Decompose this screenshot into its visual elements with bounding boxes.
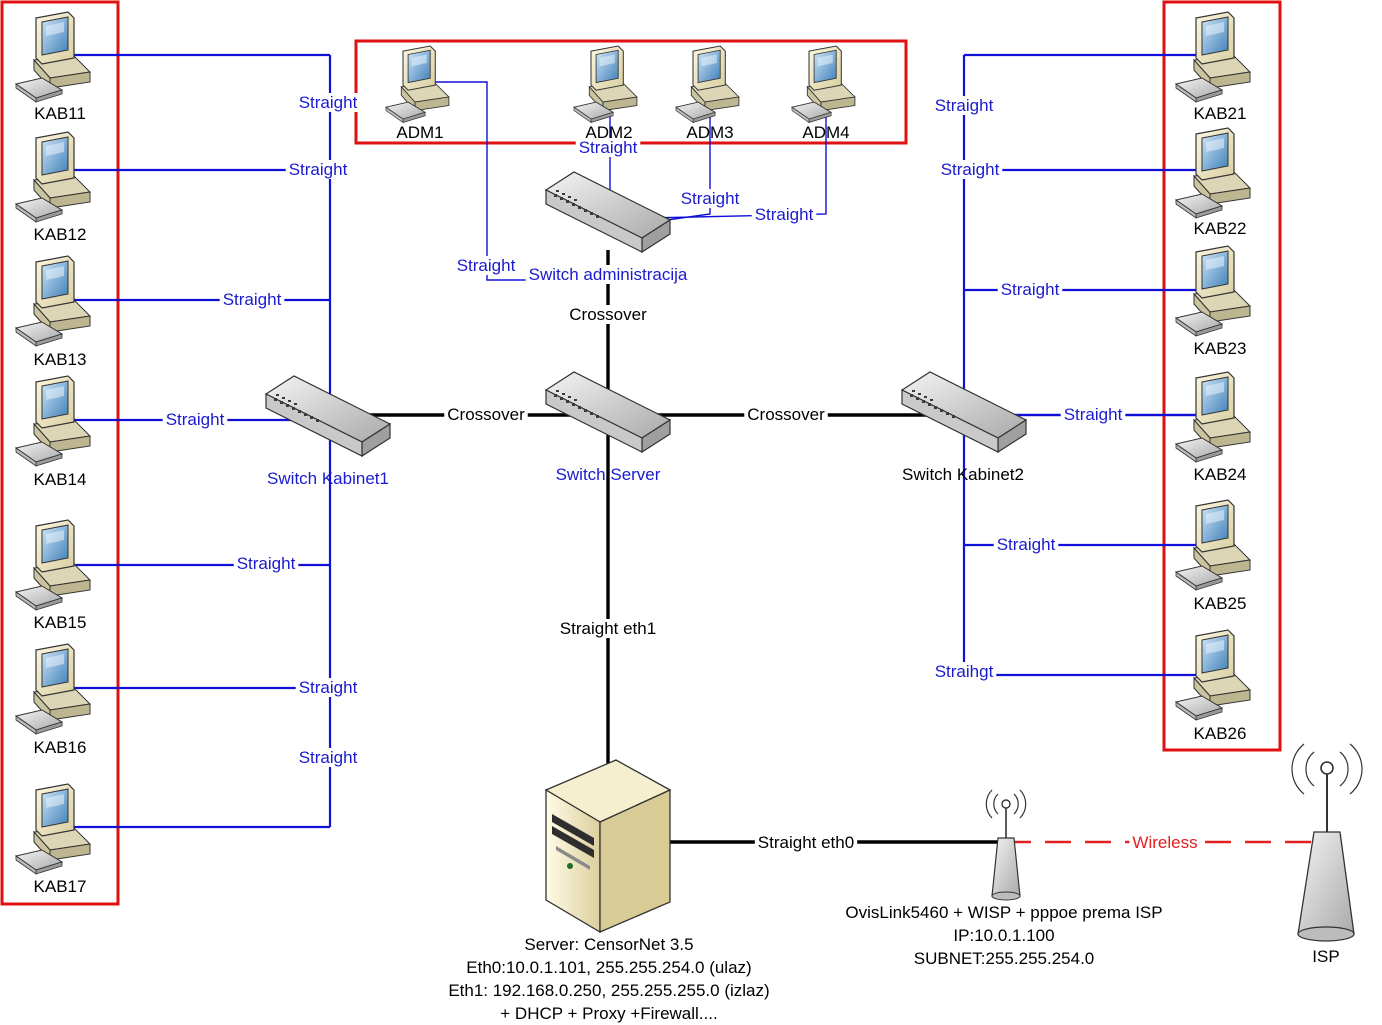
workstation-kab16-label: KAB16 — [34, 738, 87, 757]
cable-kab26-label-backdrop — [931, 662, 997, 681]
switch-kabinet2-label: Switch Kabinet2 — [902, 465, 1024, 484]
workstation-kab11-label: KAB11 — [34, 104, 86, 123]
switch-kabinet1-label: Switch Kabinet1 — [267, 469, 389, 488]
cable-adm1-label: Straight — [457, 256, 516, 275]
cable-adm2-label: Straight — [579, 138, 638, 157]
cable-kab25-label-backdrop — [993, 535, 1059, 554]
workstation-adm3-label: ADM3 — [686, 123, 733, 142]
uplink-administracija-label: Crossover — [569, 305, 647, 324]
cable-adm4-label: Straight — [755, 205, 814, 224]
workstation-adm3-icon — [675, 45, 740, 124]
workstation-kab21-label: KAB21 — [1194, 104, 1247, 123]
cable-kab11-label-backdrop — [295, 93, 361, 112]
switch-kabinet1-icon — [265, 375, 391, 457]
cable-kab22-label-backdrop — [937, 160, 1003, 179]
workstation-kab22-icon — [1175, 127, 1251, 219]
uplink-kabinet1-label-backdrop — [444, 405, 528, 424]
server-caption-line-3: Eth1: 192.168.0.250, 255.255.255.0 (izla… — [448, 981, 769, 1000]
cable-adm1-label-backdrop — [453, 256, 519, 275]
cable-kab15-label: Straight — [237, 554, 296, 573]
switch-administracija-label: Switch administracija — [529, 265, 688, 284]
group-frame-kabinet2 — [1162, 0, 1282, 752]
cable-kab24-label-backdrop — [1060, 405, 1126, 424]
cables — [60, 53, 1330, 844]
router-caption-line-1: OvisLink5460 + WISP + pppoe prema ISP — [845, 903, 1162, 922]
workstation-adm4-label: ADM4 — [802, 123, 849, 142]
isp-label: ISP — [1312, 947, 1339, 966]
workstation-kab24-label: KAB24 — [1194, 465, 1247, 484]
switch-administracija-icon — [545, 171, 671, 253]
workstation-kab23-label: KAB23 — [1194, 339, 1247, 358]
uplink-eth0-label: Straight eth0 — [758, 833, 854, 852]
cable-kab13-label-backdrop — [219, 290, 285, 309]
workstation-kab24-icon — [1175, 371, 1251, 463]
workstation-kab25-label: KAB25 — [1194, 594, 1247, 613]
switch-server-label: Switch Server — [556, 465, 661, 484]
router-caption-line-2: IP:10.0.1.100 — [953, 926, 1054, 945]
router-icon — [985, 789, 1027, 901]
workstation-kab12-label: KAB12 — [34, 225, 87, 244]
group-frame-kabinet1 — [0, 0, 120, 906]
workstation-adm2-icon — [573, 45, 638, 124]
cable-kab16-label-backdrop — [295, 678, 361, 697]
uplink-eth0-label-backdrop — [754, 833, 858, 852]
workstation-kab17-icon — [15, 783, 91, 875]
workstation-kab11-icon — [15, 11, 91, 103]
uplink-eth1-label: Straight eth1 — [560, 619, 656, 638]
workstation-kab15-label: KAB15 — [34, 613, 87, 632]
workstation-kab21-icon — [1175, 11, 1251, 103]
cable-kab23-label-backdrop — [997, 280, 1063, 299]
server-caption-line-1: Server: CensorNet 3.5 — [524, 935, 693, 954]
uplink-kabinet1-label: Crossover — [447, 405, 525, 424]
cable-kab14-label: Straight — [166, 410, 225, 429]
server-caption-line-2: Eth0:10.0.1.101, 255.255.254.0 (ulaz) — [466, 958, 751, 977]
uplink-kabinet2-label-backdrop — [744, 405, 828, 424]
cable-kab26-label: Straihgt — [935, 662, 994, 681]
devices — [15, 11, 1363, 942]
router-caption-line-3: SUBNET:255.255.254.0 — [914, 949, 1095, 968]
workstation-adm1-icon — [385, 45, 450, 124]
cable-kab12-label: Straight — [289, 160, 348, 179]
labels: KAB11StraightKAB12StraightKAB13StraightK… — [34, 93, 1340, 1023]
backbone-vertical — [606, 250, 1000, 844]
workstation-adm2-label: ADM2 — [585, 123, 632, 142]
cable-kab17-label-backdrop — [295, 748, 361, 767]
isp-tower-icon — [1291, 743, 1363, 942]
workstation-adm1-label: ADM1 — [396, 123, 443, 142]
workstation-adm4-icon — [791, 45, 856, 124]
workstation-kab26-label: KAB26 — [1194, 724, 1247, 743]
cable-kab22-label: Straight — [941, 160, 1000, 179]
cable-kab12-label-backdrop — [285, 160, 351, 179]
workstation-kab12-icon — [15, 131, 91, 223]
workstation-kab14-label: KAB14 — [34, 470, 87, 489]
cable-adm2-label-backdrop — [575, 138, 641, 157]
cable-kab17-label: Straight — [299, 748, 358, 767]
cable-kab15-label-backdrop — [233, 554, 299, 573]
cable-kab24-label: Straight — [1064, 405, 1123, 424]
uplink-kabinet2-label: Crossover — [747, 405, 825, 424]
cable-adm4-label-backdrop — [751, 205, 817, 224]
cable-kab11-label: Straight — [299, 93, 358, 112]
cable-kab14-label-backdrop — [162, 410, 228, 429]
server-caption-line-4: + DHCP + Proxy +Firewall.... — [500, 1004, 717, 1023]
switch-administracija-label-backdrop — [525, 265, 691, 284]
cable-kab13-label: Straight — [223, 290, 282, 309]
workstation-kab13-label: KAB13 — [34, 350, 87, 369]
wireless-link-label: Wireless — [1132, 833, 1197, 852]
workstation-kab17-label: KAB17 — [34, 877, 87, 896]
cable-kab21-label: Straight — [935, 96, 994, 115]
workstation-kab22-label: KAB22 — [1194, 219, 1247, 238]
cable-adm3-label-backdrop — [677, 189, 743, 208]
cable-kab21-label-backdrop — [931, 96, 997, 115]
cable-kab16-label: Straight — [299, 678, 358, 697]
server-icon — [544, 759, 672, 934]
cable-kab23-label: Straight — [1001, 280, 1060, 299]
uplink-administracija-label-backdrop — [566, 305, 650, 324]
cable-kab25-label: Straight — [997, 535, 1056, 554]
wireless-link-label-backdrop — [1129, 833, 1201, 852]
uplink-eth1-label-backdrop — [556, 619, 660, 638]
cable-adm4 — [649, 82, 827, 219]
cable-adm3-label: Straight — [681, 189, 740, 208]
